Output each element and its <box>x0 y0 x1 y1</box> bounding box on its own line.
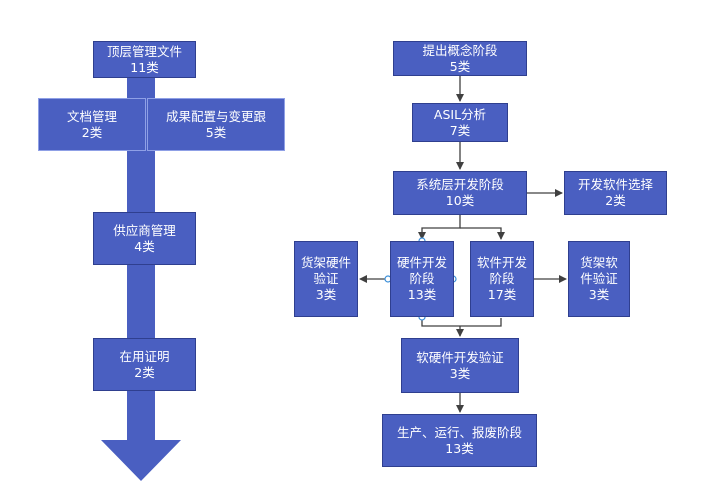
node-label: 开发软件选择 <box>577 177 653 192</box>
node-count: 5类 <box>205 124 227 140</box>
node-config-change[interactable]: 成果配置与变更跟 5类 <box>147 98 285 151</box>
node-cots-hw-verify[interactable]: 货架硬件验证 3类 <box>294 241 358 317</box>
node-hw-sw-verify[interactable]: 软硬件开发验证 3类 <box>401 338 519 393</box>
node-count: 7类 <box>449 122 471 138</box>
node-count: 11类 <box>130 59 159 75</box>
node-count: 17类 <box>487 287 517 302</box>
node-label: 系统层开发阶段 <box>416 177 504 192</box>
node-count: 3类 <box>315 287 337 302</box>
node-count: 2类 <box>134 364 155 380</box>
node-label: 软件开发阶段 <box>477 255 528 286</box>
connector-hw-merge <box>421 318 460 327</box>
connector-system-to-sw <box>460 227 505 240</box>
node-asil[interactable]: ASIL分析 7类 <box>412 103 508 142</box>
node-top-docs[interactable]: 顶层管理文件 11类 <box>93 41 196 78</box>
node-label: 在用证明 <box>119 348 170 364</box>
node-label: 顶层管理文件 <box>106 43 182 59</box>
node-count: 3类 <box>588 287 610 302</box>
node-system-dev[interactable]: 系统层开发阶段 10类 <box>393 171 527 215</box>
node-count: 13类 <box>407 287 437 302</box>
connector-sw-merge <box>460 318 502 327</box>
node-count: 3类 <box>449 365 471 381</box>
node-label: ASIL分析 <box>433 106 487 122</box>
node-label: 成果配置与变更跟 <box>165 108 266 124</box>
node-doc-mgmt[interactable]: 文档管理 2类 <box>38 98 146 151</box>
node-sw-dev[interactable]: 软件开发阶段 17类 <box>470 241 534 317</box>
backbone-arrow <box>101 70 181 481</box>
node-label: 硬件开发阶段 <box>397 255 448 286</box>
node-supplier-mgmt[interactable]: 供应商管理 4类 <box>93 212 196 265</box>
node-label: 软硬件开发验证 <box>416 349 504 365</box>
connector-system-to-hw <box>418 215 461 240</box>
node-in-use-proof[interactable]: 在用证明 2类 <box>93 338 196 391</box>
node-count: 2类 <box>605 193 626 208</box>
node-label: 货架硬件验证 <box>301 255 352 286</box>
node-count: 2类 <box>81 124 103 140</box>
node-count: 5类 <box>449 58 471 74</box>
node-count: 13类 <box>445 440 474 456</box>
node-dev-software-select[interactable]: 开发软件选择 2类 <box>564 171 667 215</box>
node-label: 货架软件验证 <box>580 255 618 286</box>
node-label: 提出概念阶段 <box>422 42 498 58</box>
node-label: 文档管理 <box>66 108 117 124</box>
node-label: 生产、运行、报废阶段 <box>396 424 522 440</box>
node-production[interactable]: 生产、运行、报废阶段 13类 <box>382 414 537 467</box>
node-hw-dev[interactable]: 硬件开发阶段 13类 <box>390 241 454 317</box>
node-cots-sw-verify[interactable]: 货架软件验证 3类 <box>568 241 630 317</box>
node-count: 4类 <box>134 238 155 254</box>
node-label: 供应商管理 <box>113 222 176 238</box>
node-count: 10类 <box>445 193 475 208</box>
node-concept[interactable]: 提出概念阶段 5类 <box>393 41 527 76</box>
